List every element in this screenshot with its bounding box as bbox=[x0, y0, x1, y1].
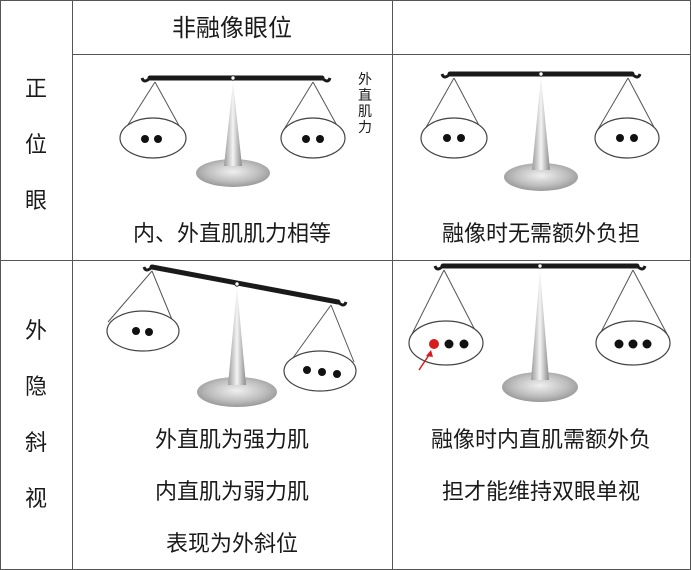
pupil-dot bbox=[443, 134, 451, 142]
right-pan-eye bbox=[594, 77, 660, 159]
pupil-dot bbox=[628, 339, 638, 349]
pupil-dot bbox=[333, 370, 341, 378]
right-pan-eye bbox=[595, 269, 671, 366]
table-divider-row bbox=[0, 260, 691, 261]
pupil-dot bbox=[154, 135, 162, 143]
caption-medial-weak: 内直肌为弱力肌 bbox=[154, 480, 310, 505]
header-title: 非融像眼位 bbox=[172, 14, 292, 42]
caption-exophoria: 表现为外斜位 bbox=[165, 532, 299, 557]
pupil-dot bbox=[457, 134, 465, 142]
annotation-char: 外 bbox=[358, 72, 372, 88]
right-pan-eye bbox=[283, 304, 357, 392]
left-pan-eye bbox=[119, 81, 187, 159]
row-label-char: 斜 bbox=[24, 431, 47, 456]
pupil-dot bbox=[318, 368, 326, 376]
pupil-dot bbox=[630, 134, 638, 142]
pupil-dot bbox=[145, 328, 153, 336]
scale-base bbox=[196, 82, 270, 187]
pupil-dot bbox=[302, 135, 310, 143]
pupil-dot bbox=[132, 327, 140, 335]
scale-beam bbox=[140, 75, 332, 83]
row-label-char: 正 bbox=[24, 77, 47, 102]
red-arrow-icon bbox=[418, 350, 433, 371]
annotation-char: 力 bbox=[358, 120, 372, 136]
pupil-dot bbox=[316, 135, 324, 143]
row-label-char: 位 bbox=[24, 133, 47, 158]
scale-base bbox=[502, 270, 578, 402]
scale-base bbox=[504, 77, 578, 191]
row-label-exophoria: 外 隐 斜 视 bbox=[21, 304, 51, 528]
scale-beam bbox=[433, 263, 647, 271]
pupil-dot bbox=[303, 366, 311, 374]
table-divider-header bbox=[72, 54, 691, 55]
red-marker-dot bbox=[429, 339, 439, 349]
row-label-orthophoria: 正 位 眼 bbox=[21, 62, 51, 230]
pupil-dot bbox=[141, 135, 149, 143]
scale-beam bbox=[440, 71, 642, 79]
right-pan-eye bbox=[280, 81, 346, 159]
caption-extra-load-line2: 担才能维持双眼单视 bbox=[441, 480, 641, 505]
table-border-top bbox=[0, 0, 691, 1]
table-divider-middle bbox=[392, 0, 393, 570]
row-label-char: 外 bbox=[24, 319, 47, 344]
row-label-char: 视 bbox=[24, 487, 47, 512]
caption-no-extra-load: 融像时无需额外负担 bbox=[441, 222, 641, 247]
caption-extra-load-line1: 融像时内直肌需额外负 bbox=[430, 428, 652, 453]
caption-lateral-strong: 外直肌为强力肌 bbox=[154, 428, 310, 453]
left-pan-eye bbox=[408, 269, 484, 371]
scale-base bbox=[197, 287, 277, 407]
table-border-left bbox=[0, 0, 1, 570]
annotation-char: 肌 bbox=[358, 104, 372, 120]
left-pan-eye bbox=[420, 77, 488, 159]
scale-beam bbox=[142, 264, 348, 307]
pupil-dot bbox=[616, 134, 624, 142]
pupil-dot bbox=[444, 339, 454, 349]
caption-equal-force: 内、外直肌肌力相等 bbox=[132, 222, 332, 247]
pupil-dot bbox=[614, 339, 624, 349]
row-label-char: 隐 bbox=[24, 375, 47, 400]
table-divider-label bbox=[72, 0, 73, 570]
pupil-dot bbox=[642, 339, 652, 349]
annotation-char: 直 bbox=[358, 88, 372, 104]
left-pan-eye bbox=[106, 270, 180, 352]
pupil-dot bbox=[459, 339, 469, 349]
row-label-char: 眼 bbox=[24, 189, 47, 214]
muscle-force-annotation: 外 直 肌 力 bbox=[356, 72, 374, 136]
